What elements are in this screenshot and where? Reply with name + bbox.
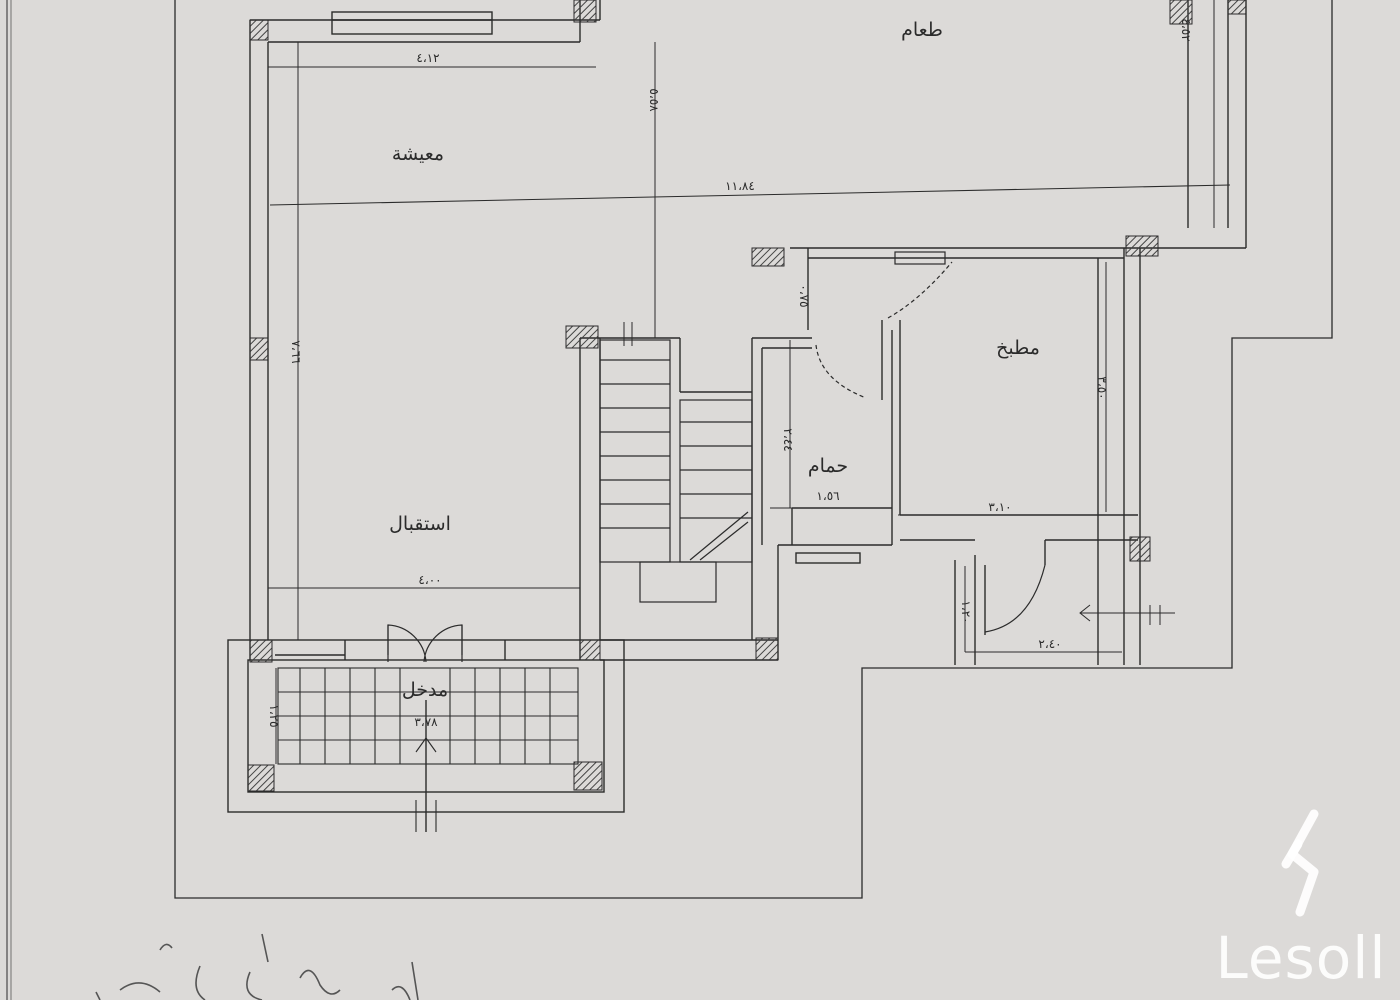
- room-label-kitchen: مطبخ: [996, 337, 1040, 359]
- room-label-dining: طعام: [901, 19, 943, 41]
- room-label-living: معيشة: [392, 143, 444, 165]
- dim-kitchen-depth: ٣،٥٠: [1095, 376, 1109, 399]
- site-outline: [6, 0, 1333, 1000]
- dimension-lines: [268, 0, 1231, 764]
- entrance-tiles: [277, 667, 579, 832]
- dim-kitchen-width: ٣،١٠: [988, 500, 1011, 514]
- dim-door-gap: ٠،٧٥: [797, 284, 811, 307]
- watermark-brand: Lesoll: [1215, 924, 1387, 992]
- lesoll-logo-icon: [1281, 809, 1319, 917]
- room-label-entrance: مدخل: [402, 679, 448, 701]
- dim-entrance-width: ٣،٧٨: [414, 715, 438, 729]
- dim-reception-width: ٤،٠٠: [418, 573, 441, 587]
- dimension-labels: ٤،١٢ ١١،٨٤ ٤،٠٠ ٣،٧٨ ١،٥٦ ٣،١٠ ٢،٤٠ ٥،٥٨…: [267, 18, 1193, 729]
- dim-back-width: ٢،٤٠: [1038, 637, 1061, 651]
- dim-dining-side: ٤،٥٢: [1179, 18, 1193, 41]
- watermark-logo: Lesoll: [1206, 806, 1396, 996]
- dim-living-width: ٤،١٢: [416, 51, 439, 65]
- walls: [227, 0, 1247, 813]
- columns: [247, 0, 1247, 792]
- handwritten-signature: [95, 933, 419, 1000]
- dim-bath-width: ١،٥٦: [816, 489, 839, 503]
- dim-bath-depth: ٢،٤٤: [781, 428, 795, 451]
- doors: [387, 251, 1046, 663]
- staircase: [599, 339, 753, 603]
- dim-reception-depth: ٧،٦٦: [289, 340, 303, 363]
- dim-dining-depth: ٥،٥٨: [647, 88, 661, 112]
- dim-total-width: ١١،٨٤: [725, 179, 755, 193]
- dim-back-depth: ١،٢٠: [959, 600, 973, 623]
- dim-entrance-depth: ١،٢٥: [267, 704, 281, 727]
- room-label-bathroom: حمام: [808, 455, 848, 477]
- room-labels: طعام معيشة استقبال حمام مطبخ مدخل: [389, 19, 1040, 701]
- room-label-reception: استقبال: [389, 513, 451, 535]
